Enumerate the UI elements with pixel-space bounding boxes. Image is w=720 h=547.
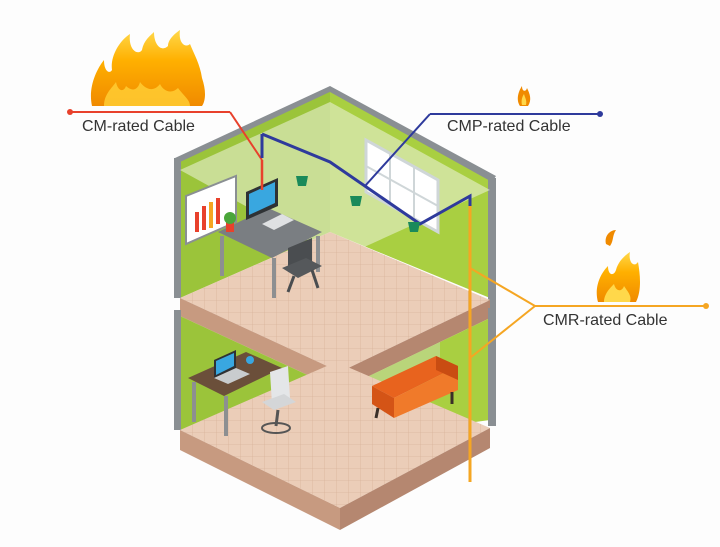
cmp-cable-label: CMP-rated Cable xyxy=(447,118,571,135)
cmr-cable xyxy=(468,206,709,482)
medium-fire-icon xyxy=(596,230,640,302)
small-flame-icon xyxy=(517,86,531,106)
large-fire-icon xyxy=(90,30,205,106)
sofa xyxy=(372,356,458,419)
cmr-cable-label: CMR-rated Cable xyxy=(543,312,668,329)
chart-poster xyxy=(185,174,237,246)
upper-floor xyxy=(180,232,490,390)
cm-cable xyxy=(67,109,264,190)
cm-cable-label: CM-rated Cable xyxy=(82,118,195,135)
lower-desk xyxy=(188,350,296,436)
upper-desk xyxy=(218,178,322,298)
window xyxy=(364,137,440,235)
